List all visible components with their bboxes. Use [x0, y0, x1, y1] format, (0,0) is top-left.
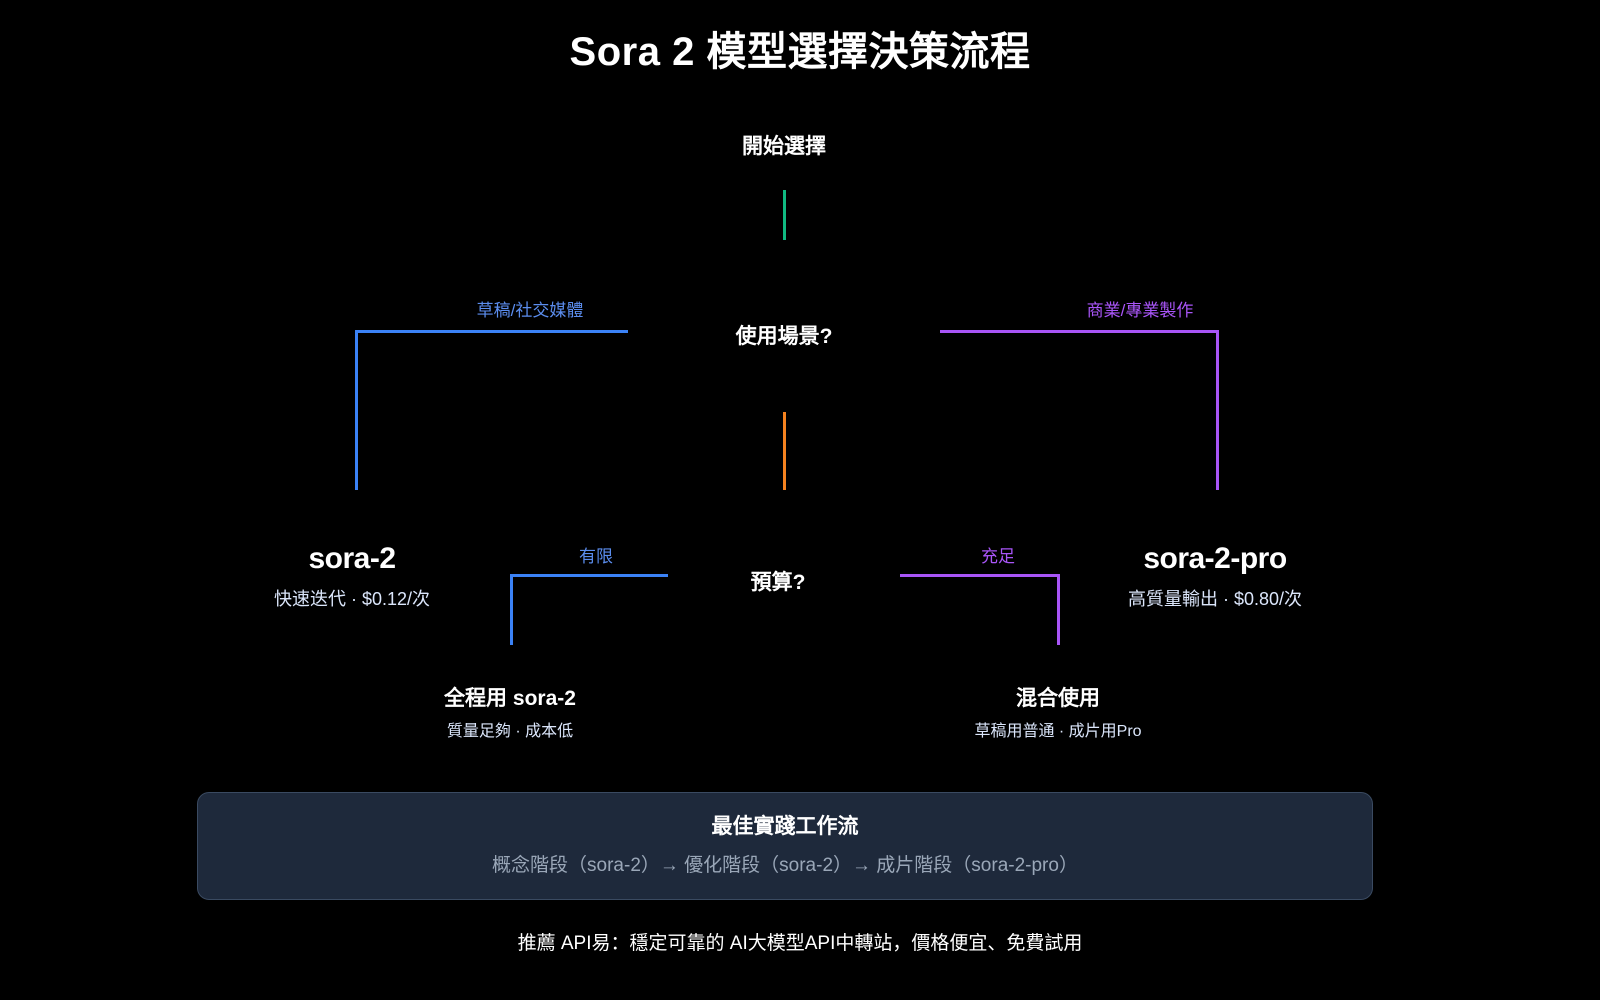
node-leaf-all-sora-2-name: 全程用 sora-2 — [444, 687, 576, 710]
page-title: Sora 2 模型選擇決策流程 — [569, 30, 1031, 74]
connector-budget-left-horizontal — [510, 574, 668, 577]
node-model-sora-2: sora-2 快速迭代 · $0.12/次 — [152, 540, 552, 610]
node-leaf-mixed-use-name: 混合使用 — [1016, 687, 1100, 710]
node-question-scene-label: 使用場景? — [735, 325, 833, 348]
connector-budget-right-horizontal — [900, 574, 1060, 577]
footer-note: 推薦 API易：穩定可靠的 AI大模型API中轉站，價格便宜、免費試用 — [517, 933, 1083, 954]
node-model-sora-2-pro-name: sora-2-pro — [1143, 542, 1287, 575]
node-leaf-all-sora-2-detail: 質量足夠 · 成本低 — [446, 723, 574, 741]
connector-budget-right-vertical — [1057, 574, 1060, 645]
node-question-budget: 預算? — [578, 570, 978, 596]
connector-scene-stem — [783, 412, 786, 490]
connector-root-stem — [783, 190, 786, 240]
node-start-label: 開始選擇 — [742, 135, 826, 158]
branch-label-scene-right: 商業/專業製作 — [1086, 301, 1194, 320]
node-model-sora-2-detail: 快速迭代 · $0.12/次 — [273, 588, 431, 609]
branch-label-budget-right: 充足 — [981, 547, 1015, 566]
node-model-sora-2-pro: sora-2-pro 高質量輸出 · $0.80/次 — [1015, 540, 1415, 610]
node-start: 開始選擇 — [584, 134, 984, 160]
node-leaf-mixed-use: 混合使用 草稿用普通 · 成片用Pro — [858, 686, 1258, 742]
connector-budget-left-vertical — [510, 574, 513, 645]
connector-scene-right-vertical — [1216, 330, 1219, 490]
node-leaf-all-sora-2: 全程用 sora-2 質量足夠 · 成本低 — [310, 686, 710, 742]
workflow-card-title: 最佳實踐工作流 — [711, 815, 859, 838]
node-leaf-mixed-use-detail: 草稿用普通 · 成片用Pro — [974, 723, 1142, 741]
node-question-scene: 使用場景? — [584, 324, 984, 350]
connector-scene-right-horizontal — [940, 330, 1219, 333]
node-question-budget-label: 預算? — [750, 571, 806, 594]
connector-scene-left-vertical — [355, 330, 358, 490]
node-model-sora-2-pro-detail: 高質量輸出 · $0.80/次 — [1127, 588, 1303, 609]
branch-label-scene-left: 草稿/社交媒體 — [476, 301, 584, 320]
branch-label-budget-left: 有限 — [579, 547, 613, 566]
workflow-card-steps: 概念階段（sora-2）→ 優化階段（sora-2）→ 成片階段（sora-2-… — [492, 855, 1078, 877]
node-model-sora-2-name: sora-2 — [308, 542, 396, 575]
best-practice-workflow-card: 最佳實踐工作流 概念階段（sora-2）→ 優化階段（sora-2）→ 成片階段… — [197, 792, 1373, 900]
connector-scene-left-horizontal — [355, 330, 628, 333]
